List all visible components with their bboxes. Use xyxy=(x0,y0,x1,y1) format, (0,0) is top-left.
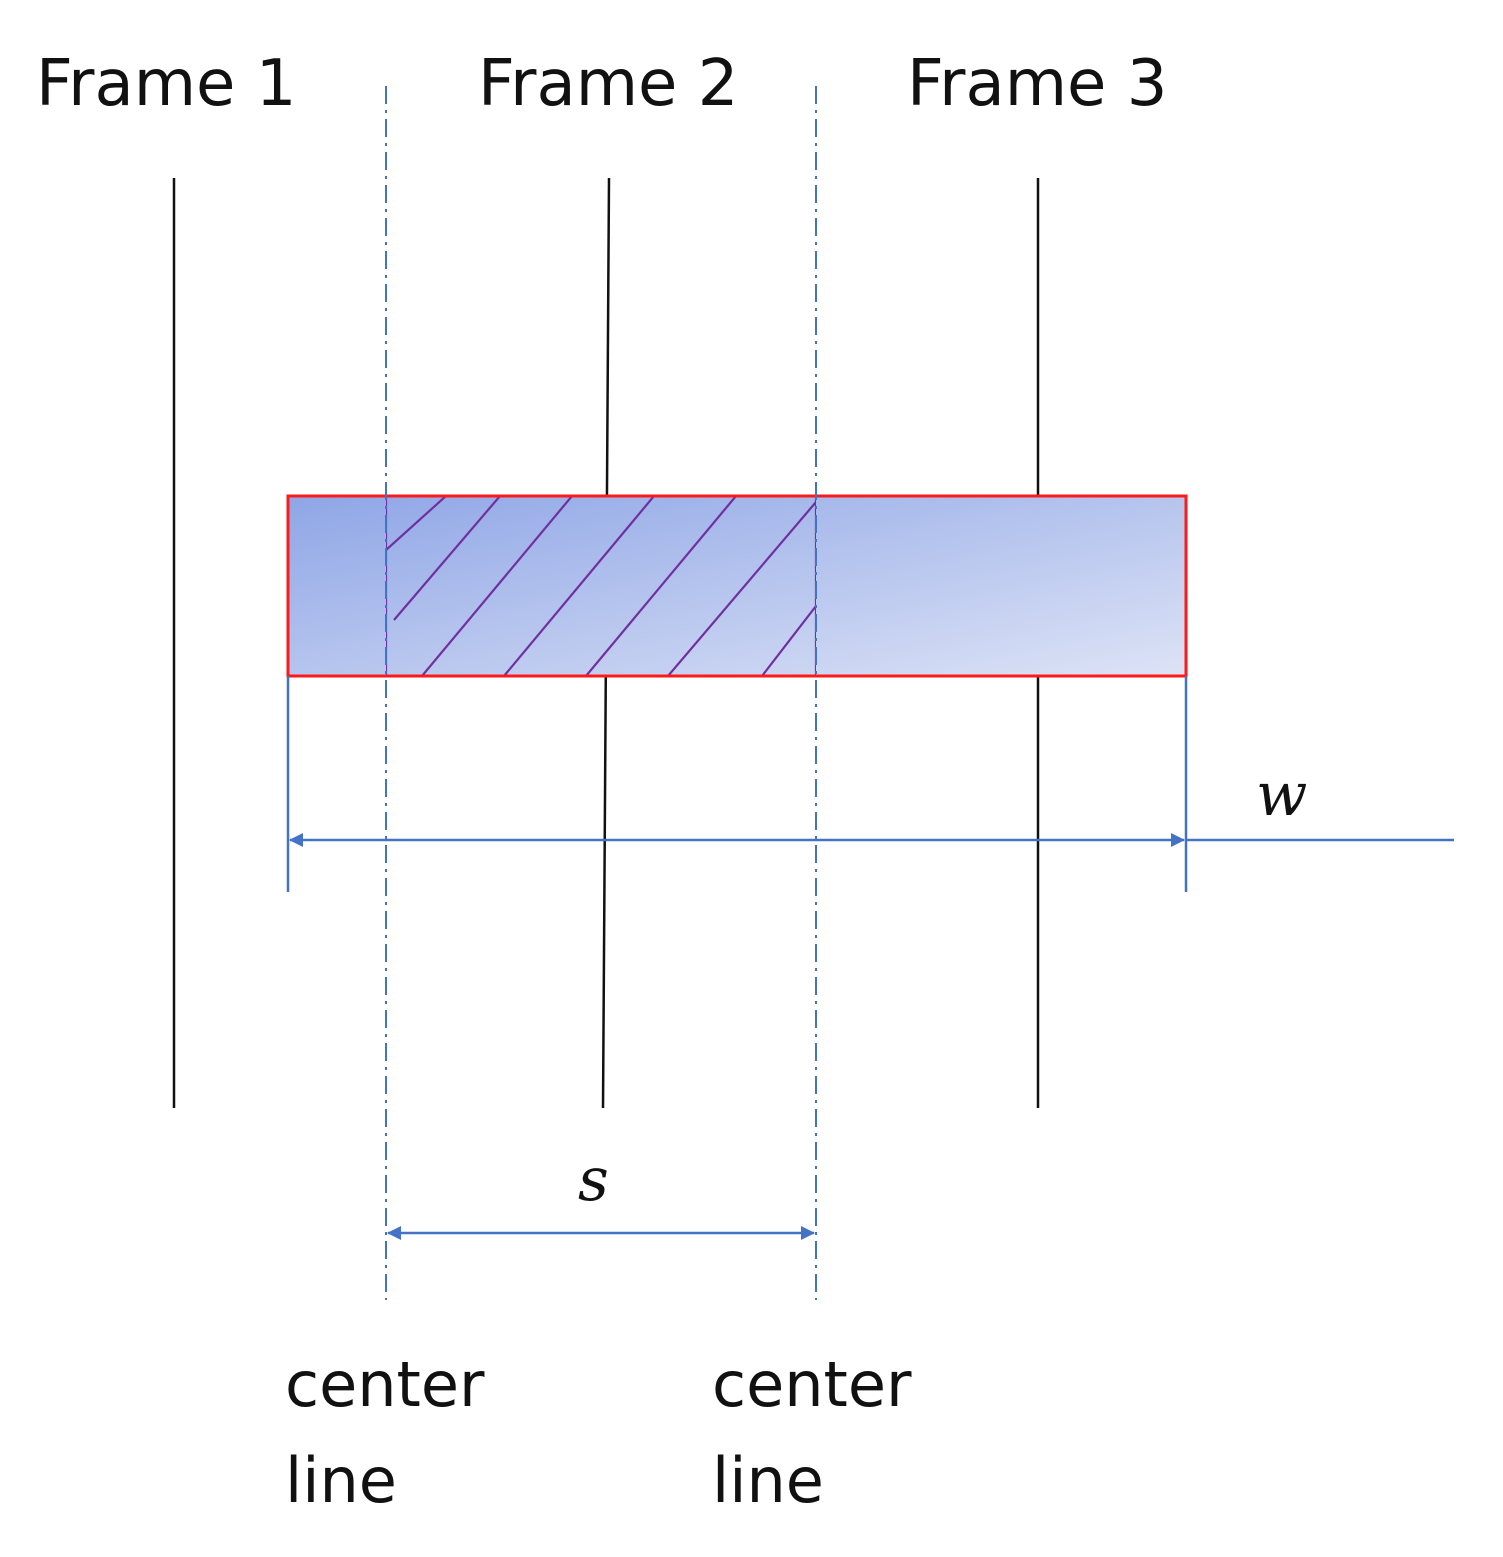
center-line-2-caption-line1: center xyxy=(712,1348,912,1421)
frame-1-label: Frame 1 xyxy=(36,47,296,121)
width-label: w xyxy=(1256,760,1307,830)
center-line-1-caption-line1: center xyxy=(285,1348,485,1421)
hatched-region xyxy=(386,496,816,676)
frame-2-label: Frame 2 xyxy=(478,47,738,121)
center-line-2-caption-line2: line xyxy=(712,1444,824,1517)
panel-border xyxy=(286,494,1188,678)
width-dimension xyxy=(286,676,1454,892)
panel xyxy=(286,494,1188,678)
panel-fill xyxy=(288,496,1186,676)
spacing-label: s xyxy=(578,1145,609,1215)
frame-3-label: Frame 3 xyxy=(907,47,1167,121)
center-line-1-caption-line2: line xyxy=(285,1444,397,1517)
